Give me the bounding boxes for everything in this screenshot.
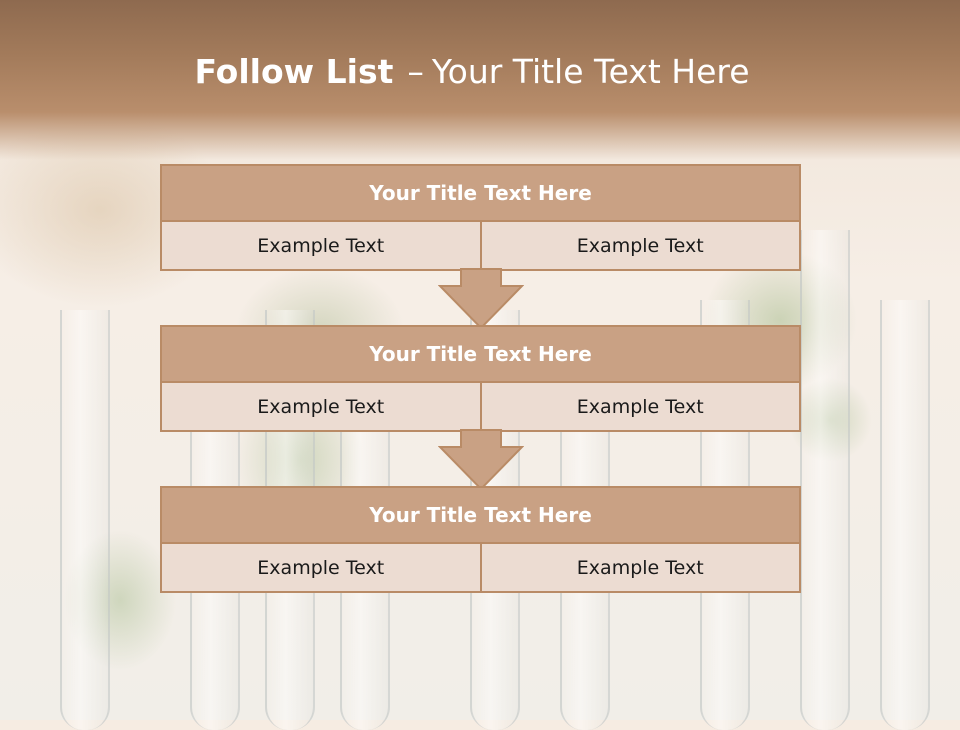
slide-title-rest: Your Title Text Here <box>431 52 750 91</box>
block-row: Example Text Example Text <box>160 222 801 271</box>
list-block-1: Your Title Text Here Example Text Exampl… <box>160 164 801 271</box>
slide-title: Follow List–Your Title Text Here <box>0 52 944 91</box>
block-cell-right: Example Text <box>481 222 801 271</box>
header-band <box>0 0 960 160</box>
slide-title-separator: – <box>407 52 424 91</box>
list-block-3: Your Title Text Here Example Text Exampl… <box>160 486 801 593</box>
list-block-2: Your Title Text Here Example Text Exampl… <box>160 325 801 432</box>
down-arrow-icon <box>438 429 524 491</box>
block-cell-left: Example Text <box>160 383 482 432</box>
slide-title-bold: Follow List <box>194 52 394 91</box>
block-cell-left: Example Text <box>160 544 482 593</box>
test-tube <box>60 310 110 730</box>
block-row: Example Text Example Text <box>160 383 801 432</box>
block-title: Your Title Text Here <box>160 486 801 544</box>
block-title: Your Title Text Here <box>160 325 801 383</box>
test-tube <box>880 300 930 730</box>
block-row: Example Text Example Text <box>160 544 801 593</box>
block-cell-left: Example Text <box>160 222 482 271</box>
test-tube <box>800 230 850 730</box>
block-cell-right: Example Text <box>481 383 801 432</box>
down-arrow-icon <box>438 268 524 330</box>
block-title: Your Title Text Here <box>160 164 801 222</box>
block-cell-right: Example Text <box>481 544 801 593</box>
